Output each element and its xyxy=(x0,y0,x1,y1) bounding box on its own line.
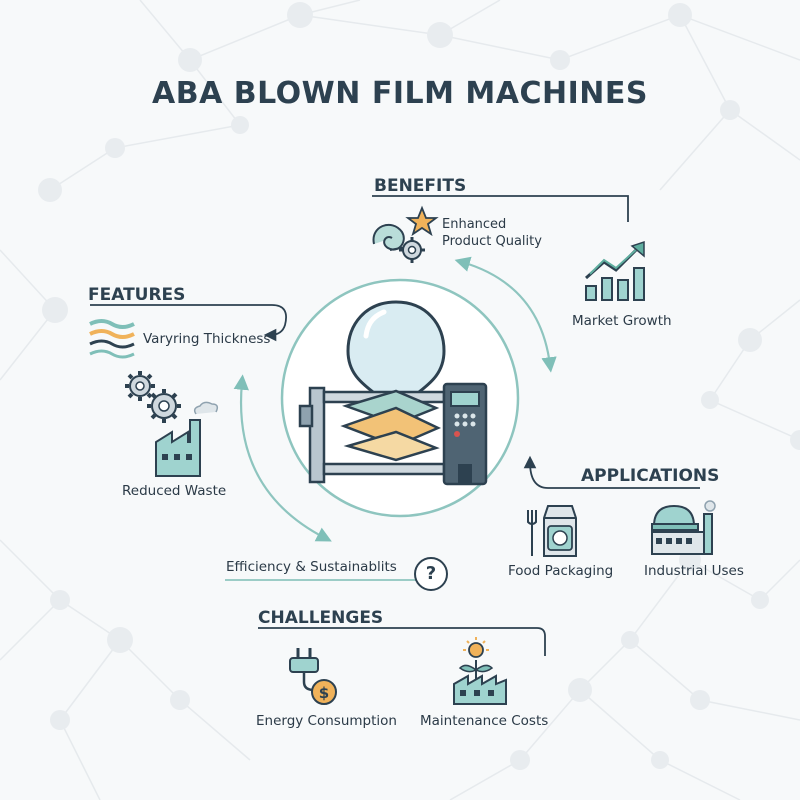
plug-dollar-icon: $ xyxy=(289,648,337,705)
challenge-maintenance-costs: Maintenance Costs xyxy=(420,713,549,729)
page-title: ABA BLOWN FILM MACHINES xyxy=(152,76,648,111)
wave-layers-icon xyxy=(89,319,135,359)
gears-factory-icon xyxy=(125,371,219,477)
application-food-packaging: Food Packaging xyxy=(508,563,614,579)
blown-film-machine-icon xyxy=(298,300,488,486)
factory-icon xyxy=(155,401,219,477)
features-heading: FEATURES xyxy=(88,285,186,305)
gear-icon xyxy=(125,371,181,423)
applications-heading: APPLICATIONS xyxy=(581,466,720,486)
industrial-helmet-icon xyxy=(651,500,716,555)
benefits-heading: BENEFITS xyxy=(374,176,467,196)
question-icon[interactable]: ? xyxy=(414,557,448,591)
sun-plant-factory-icon xyxy=(453,637,507,705)
challenges-heading: CHALLENGES xyxy=(258,608,384,628)
application-industrial-uses: Industrial Uses xyxy=(644,563,744,579)
efficiency-sustainability-label: Efficiency & Sustainablits xyxy=(226,559,397,575)
growth-chart-icon xyxy=(585,240,645,301)
feature-varying-thickness: Varyring Thickness xyxy=(143,331,271,347)
food-package-icon xyxy=(527,505,577,557)
benefit-market-growth: Market Growth xyxy=(572,313,672,329)
challenge-energy-consumption: Energy Consumption xyxy=(256,713,397,729)
benefit-enhanced-quality: Enhanced Product Quality xyxy=(442,217,542,249)
feature-reduced-waste: Reduced Waste xyxy=(122,483,227,499)
svg-text:$: $ xyxy=(319,684,329,702)
film-roll-icon xyxy=(372,205,439,263)
